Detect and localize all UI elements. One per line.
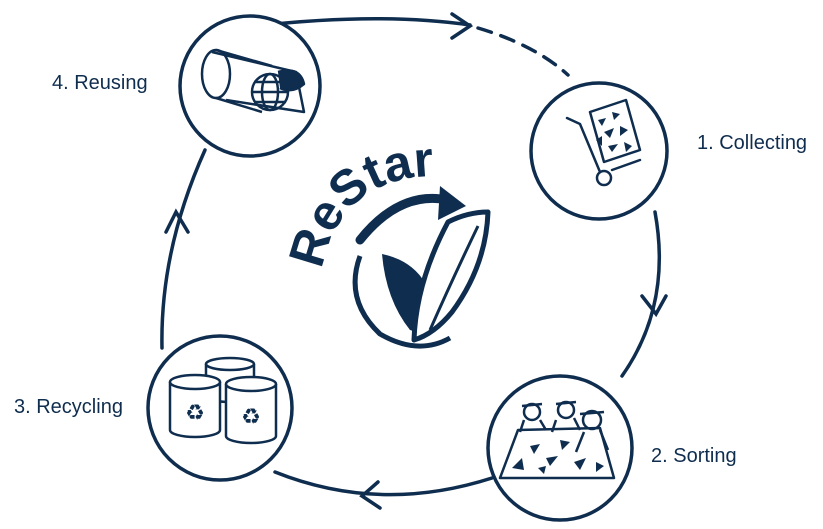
recycle-icon: ♻ [185, 401, 205, 426]
arrowhead-top [450, 12, 474, 40]
roll-icon [200, 48, 306, 114]
collecting-node [529, 81, 669, 221]
cycle-arc-top-dashed [476, 26, 570, 77]
step-label-reusing: 4. Reusing [52, 72, 148, 94]
step-label-recycling: 3. Recycling [14, 396, 123, 418]
leaf-icon [352, 209, 491, 349]
recycle-icon: ♻ [241, 405, 261, 430]
recycling-node: ♻ ♻ [146, 334, 294, 482]
cycle-arc-left [160, 148, 207, 350]
cycle-arc-bottom [273, 470, 494, 497]
logo-arrow [355, 193, 453, 245]
cycle-arc-top [254, 16, 472, 28]
cart-icon [565, 98, 642, 187]
reusing-node [178, 14, 322, 158]
arrowhead-bottom [359, 480, 382, 510]
arrowhead-right [640, 294, 668, 318]
cycle-arc-right [620, 210, 661, 378]
step-label-sorting: 2. Sorting [651, 445, 737, 467]
step-label-collecting: 1. Collecting [697, 132, 808, 154]
barrels-icon: ♻ ♻ [168, 356, 278, 445]
arrowhead-left [164, 208, 190, 234]
workers-icon [498, 400, 616, 480]
sorting-node [486, 374, 634, 522]
logo-arrowhead [438, 186, 466, 220]
leaf-icon [277, 69, 306, 92]
